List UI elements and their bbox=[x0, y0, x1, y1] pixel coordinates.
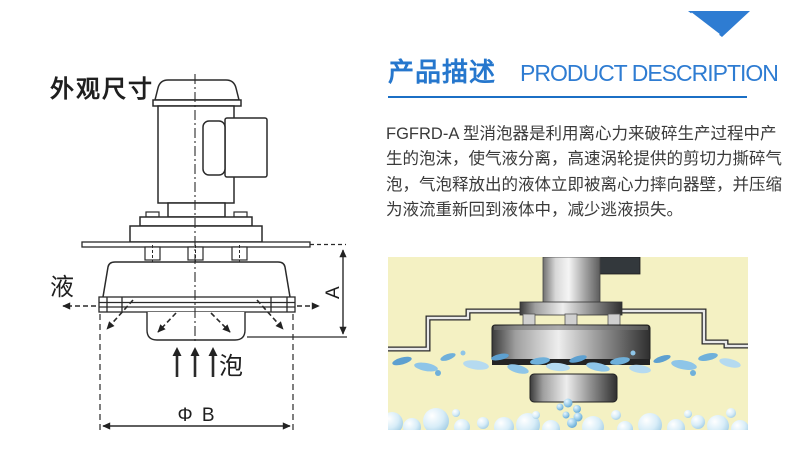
header-divider bbox=[388, 96, 747, 98]
dimension-b bbox=[99, 314, 294, 433]
bolts bbox=[144, 245, 248, 262]
photo-collar bbox=[519, 301, 623, 316]
liquid-label: 液 bbox=[50, 274, 74, 301]
lower-flange bbox=[129, 225, 263, 243]
upper-flange bbox=[139, 216, 253, 227]
product-photo bbox=[388, 257, 748, 430]
paragraph-line: 为液流重新回到液体中，减少逃液损失。 bbox=[386, 201, 683, 220]
photo-foam-bubbles bbox=[388, 408, 748, 430]
section-header: 产品描述 PRODUCT DESCRIPTION bbox=[388, 52, 779, 89]
foam-arrows bbox=[175, 356, 215, 377]
center-cup bbox=[146, 312, 246, 341]
corner-triangle-icon bbox=[688, 11, 750, 37]
dimension-a bbox=[247, 249, 347, 338]
foam-label: 泡 bbox=[219, 353, 243, 380]
motor-cap bbox=[154, 79, 240, 101]
bell-housing bbox=[102, 261, 291, 298]
impeller-disc bbox=[98, 296, 296, 313]
paragraph-line: FGFRD-A 型消泡器是利用离心力来破碎生产过程中产 bbox=[386, 125, 777, 143]
photo-lower-cylinder bbox=[529, 373, 618, 403]
photo-splashes bbox=[392, 350, 741, 376]
dim-a-label: A bbox=[323, 286, 344, 299]
paragraph-line: 生的泡沫，使气液分离，高速涡轮提供的剪切力撕碎气 bbox=[386, 150, 782, 169]
photo-droplets bbox=[556, 398, 583, 428]
heading-en: PRODUCT DESCRIPTION bbox=[520, 60, 779, 86]
dimension-diagram: 外观尺寸 液 泡 A Φ B bbox=[50, 74, 347, 433]
photo-drum bbox=[491, 324, 651, 362]
flow-arrows bbox=[62, 299, 320, 333]
dim-b-label: Φ B bbox=[177, 405, 216, 426]
photo-shaft bbox=[542, 257, 601, 305]
diagram-title: 外观尺寸 bbox=[50, 75, 154, 103]
heading-cn: 产品描述 bbox=[388, 57, 497, 87]
paragraph-line: 泡，气泡释放出的液体立即被离心力摔向器壁，并压缩 bbox=[386, 175, 782, 194]
junction-box bbox=[224, 117, 268, 178]
description-paragraph: FGFRD-A 型消泡器是利用离心力来破碎生产过程中产 生的泡沫，使气液分离，高… bbox=[386, 122, 786, 224]
